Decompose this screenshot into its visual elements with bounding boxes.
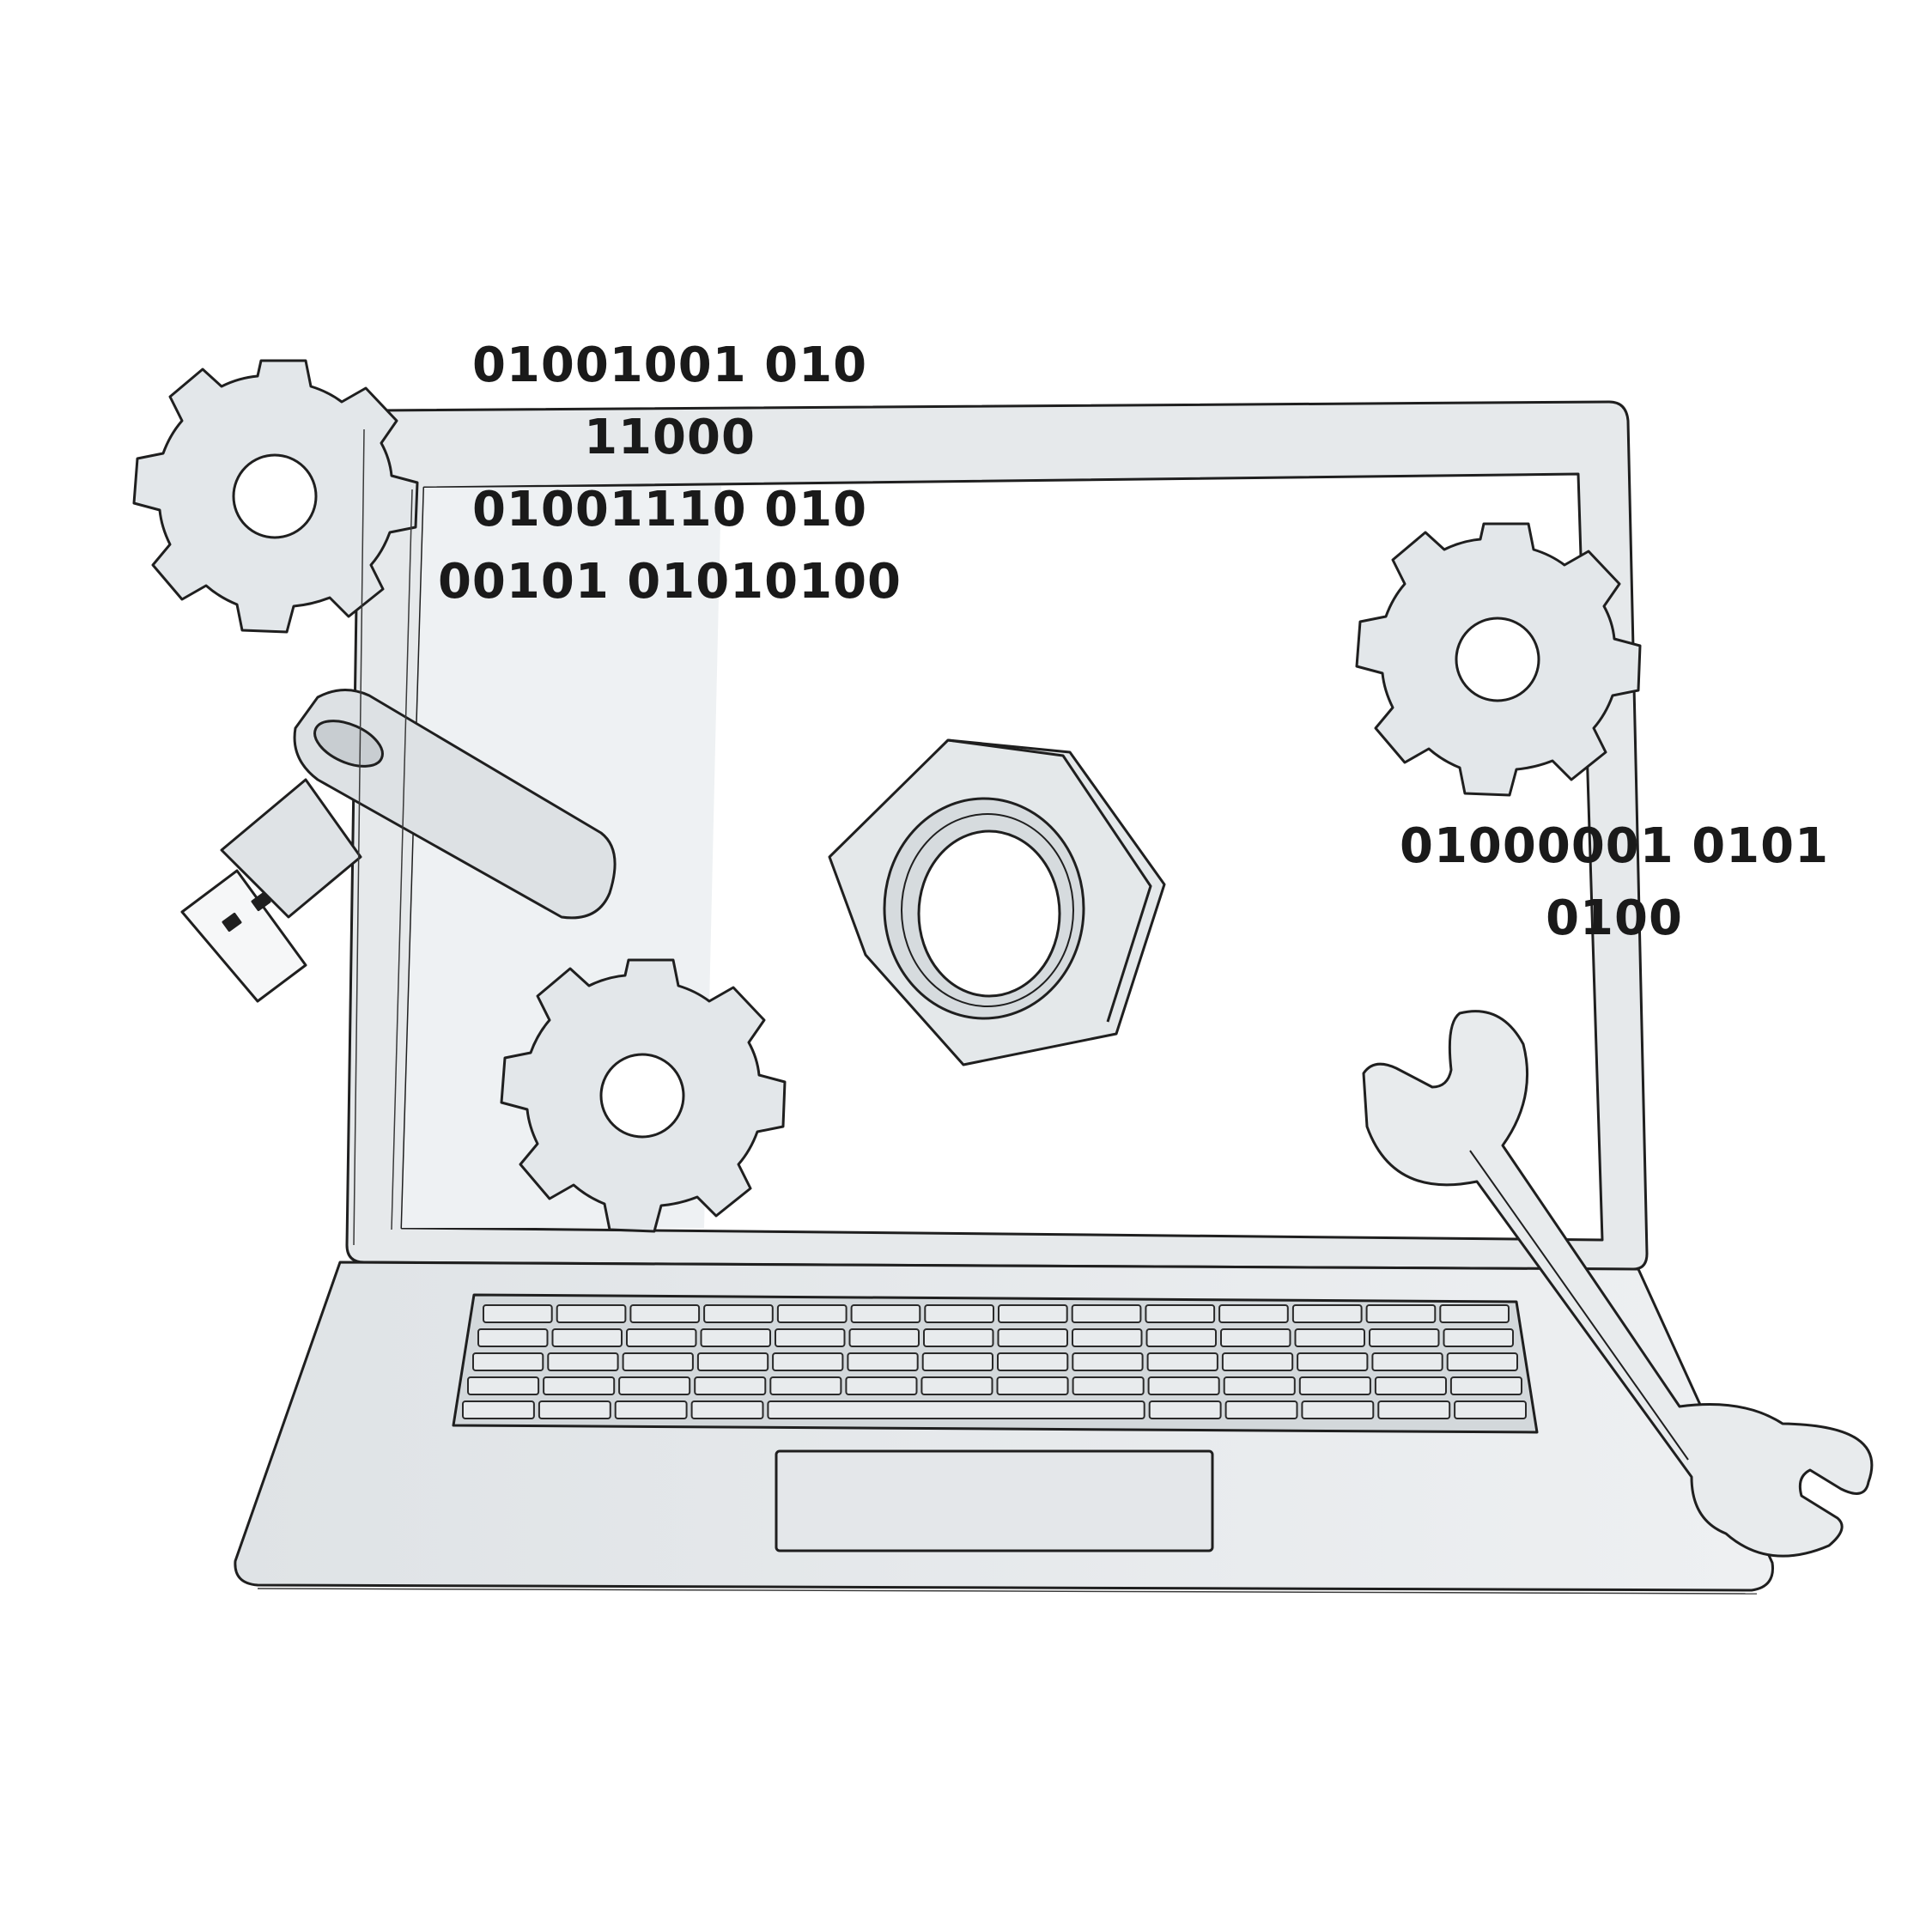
binary-line: 00101 01010100 bbox=[437, 554, 902, 610]
keyboard-key bbox=[1369, 1328, 1440, 1347]
keyboard-key bbox=[1146, 1352, 1218, 1371]
keyboard-key bbox=[551, 1328, 623, 1347]
keyboard-keys bbox=[462, 1304, 1527, 1419]
keyboard-key bbox=[467, 1376, 540, 1395]
keyboard-key bbox=[483, 1304, 553, 1323]
keyboard-key bbox=[848, 1328, 920, 1347]
spacebar-key bbox=[767, 1400, 1145, 1419]
keyboard-key bbox=[1071, 1304, 1142, 1323]
usb-drive-icon bbox=[180, 688, 617, 1003]
gear-icon bbox=[132, 359, 419, 634]
binary-line: 11000 bbox=[584, 410, 756, 465]
laptop-touchpad bbox=[775, 1449, 1214, 1552]
usb-connector bbox=[180, 869, 307, 1003]
keyboard-key bbox=[1371, 1352, 1443, 1371]
usb-body bbox=[220, 778, 362, 919]
keyboard-key bbox=[1301, 1400, 1375, 1419]
keyboard-key bbox=[1072, 1376, 1145, 1395]
sketch-lines bbox=[257, 428, 1758, 1595]
keyboard-key bbox=[845, 1376, 918, 1395]
binary-line: 01000001 0101 bbox=[1400, 818, 1830, 874]
keyboard-key bbox=[996, 1376, 1069, 1395]
keyboard-key bbox=[920, 1376, 993, 1395]
keyboard-key bbox=[556, 1304, 627, 1323]
keyboard-key bbox=[1145, 1304, 1216, 1323]
keyboard-key bbox=[1218, 1304, 1289, 1323]
keyboard-key bbox=[1439, 1304, 1510, 1323]
keyboard-key bbox=[626, 1328, 697, 1347]
keyboard-key bbox=[1374, 1376, 1448, 1395]
keyboard-key bbox=[921, 1352, 993, 1371]
keyboard-key bbox=[1147, 1376, 1220, 1395]
keyboard-key bbox=[477, 1328, 549, 1347]
keyboard-key bbox=[1365, 1304, 1437, 1323]
keyboard-key bbox=[696, 1352, 769, 1371]
keyboard-key bbox=[997, 1328, 1068, 1347]
keyboard-key bbox=[543, 1376, 616, 1395]
keyboard-key bbox=[850, 1304, 921, 1323]
keyboard-key bbox=[703, 1304, 774, 1323]
keyboard-key bbox=[1148, 1400, 1222, 1419]
keyboard-key bbox=[1377, 1400, 1451, 1419]
keyboard-key bbox=[472, 1352, 544, 1371]
keyboard-key bbox=[1294, 1328, 1365, 1347]
keyboard-key bbox=[1297, 1352, 1369, 1371]
keyboard-key bbox=[1072, 1352, 1144, 1371]
keyboard-key bbox=[629, 1304, 701, 1323]
keyboard-key bbox=[690, 1400, 764, 1419]
gear-icon bbox=[1355, 522, 1642, 797]
keyboard-key bbox=[1072, 1328, 1143, 1347]
keyboard-key bbox=[1220, 1328, 1291, 1347]
keyboard-key bbox=[700, 1328, 771, 1347]
keyboard-key bbox=[769, 1376, 842, 1395]
keyboard-key bbox=[923, 1328, 994, 1347]
keyboard-key bbox=[1454, 1400, 1527, 1419]
keyboard-key bbox=[1145, 1328, 1217, 1347]
keyboard-key bbox=[694, 1376, 767, 1395]
keyboard-key bbox=[614, 1400, 688, 1419]
keyboard-key bbox=[1443, 1328, 1514, 1347]
keyboard-key bbox=[772, 1352, 844, 1371]
keyboard-key bbox=[622, 1352, 694, 1371]
keyboard-key bbox=[847, 1352, 919, 1371]
keyboard-key bbox=[1221, 1352, 1294, 1371]
keyboard-key bbox=[997, 1352, 1069, 1371]
keyboard-key bbox=[1223, 1376, 1296, 1395]
wrench-icon bbox=[1362, 1010, 1874, 1558]
binary-text-top: 01001001 010 11000 01001110 010 00101 01… bbox=[429, 330, 910, 618]
gear-icon bbox=[500, 958, 787, 1233]
keyboard-key bbox=[1446, 1352, 1518, 1371]
hex-nut-icon bbox=[828, 738, 1166, 1066]
keyboard-key bbox=[1298, 1376, 1371, 1395]
binary-line: 01001001 010 bbox=[471, 337, 868, 393]
keyboard-key bbox=[547, 1352, 619, 1371]
keyboard-key bbox=[1449, 1376, 1523, 1395]
keyboard-key bbox=[462, 1400, 535, 1419]
binary-line: 0100 bbox=[1546, 890, 1683, 946]
keyboard-key bbox=[618, 1376, 691, 1395]
binary-text-right: 01000001 0101 0100 bbox=[1400, 811, 1829, 955]
binary-line: 01001110 010 bbox=[471, 482, 868, 538]
keyboard-key bbox=[775, 1328, 846, 1347]
keyboard-key bbox=[924, 1304, 995, 1323]
keyboard-key bbox=[1291, 1304, 1363, 1323]
keyboard-key bbox=[998, 1304, 1068, 1323]
keyboard-key bbox=[1224, 1400, 1298, 1419]
keyboard-key bbox=[538, 1400, 611, 1419]
keyboard-key bbox=[776, 1304, 848, 1323]
